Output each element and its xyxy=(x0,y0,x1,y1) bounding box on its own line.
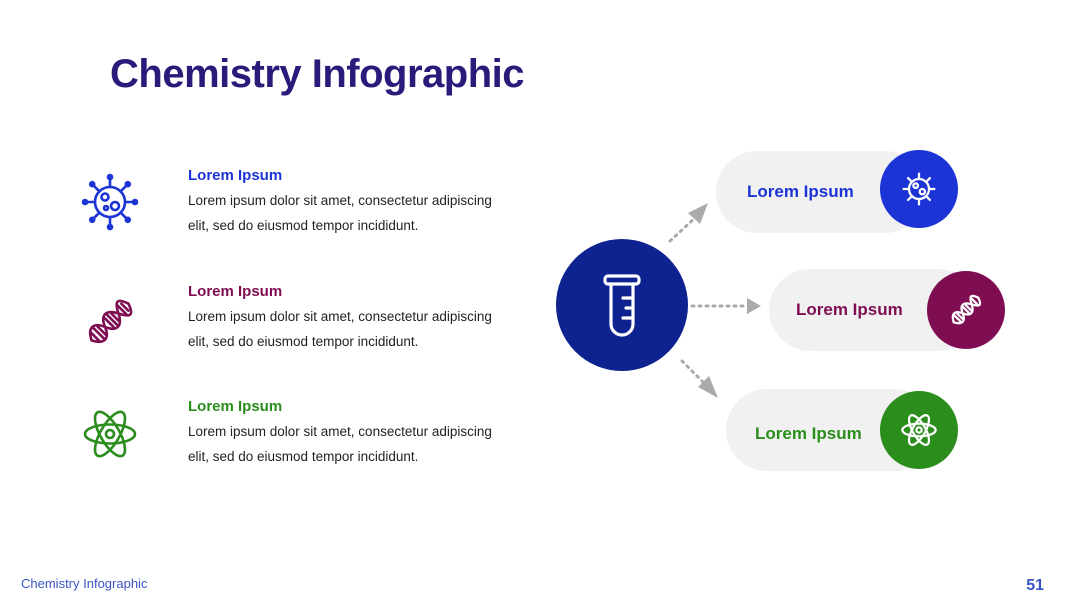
arrow-line-bottom xyxy=(680,359,708,387)
item-heading: Lorem Ipsum xyxy=(188,283,283,300)
dna-icon xyxy=(951,294,982,325)
test-tube-icon xyxy=(603,274,641,337)
branch-icon-circle xyxy=(880,391,958,469)
arrow-head-bottom xyxy=(698,376,718,398)
arrow-head-top xyxy=(688,203,708,224)
branch-label: Lorem Ipsum xyxy=(747,182,854,201)
branch-label: Lorem Ipsum xyxy=(755,424,862,443)
item-heading: Lorem Ipsum xyxy=(188,398,283,415)
center-node xyxy=(556,239,688,371)
page-title: Chemistry Infographic xyxy=(110,52,525,96)
virus-icon xyxy=(902,172,936,206)
branch-label: Lorem Ipsum xyxy=(796,300,903,319)
footer-title: Chemistry Infographic xyxy=(21,576,148,591)
atom-icon xyxy=(80,404,140,464)
branch-icon-circle xyxy=(927,271,1005,349)
arrow-line-top xyxy=(668,215,698,243)
dna-icon xyxy=(80,292,140,352)
branch-icon-circle xyxy=(880,150,958,228)
arrow-head-middle xyxy=(747,298,761,314)
connector-arrows xyxy=(668,203,761,398)
virus-icon xyxy=(80,172,140,232)
item-heading: Lorem Ipsum xyxy=(188,167,283,184)
item-description: Lorem ipsum dolor sit amet, consectetur … xyxy=(188,193,492,233)
item-description: Lorem ipsum dolor sit amet, consectetur … xyxy=(188,309,492,349)
item-description: Lorem ipsum dolor sit amet, consectetur … xyxy=(188,424,492,464)
page-number: 51 xyxy=(1026,577,1044,594)
atom-icon xyxy=(901,414,937,446)
